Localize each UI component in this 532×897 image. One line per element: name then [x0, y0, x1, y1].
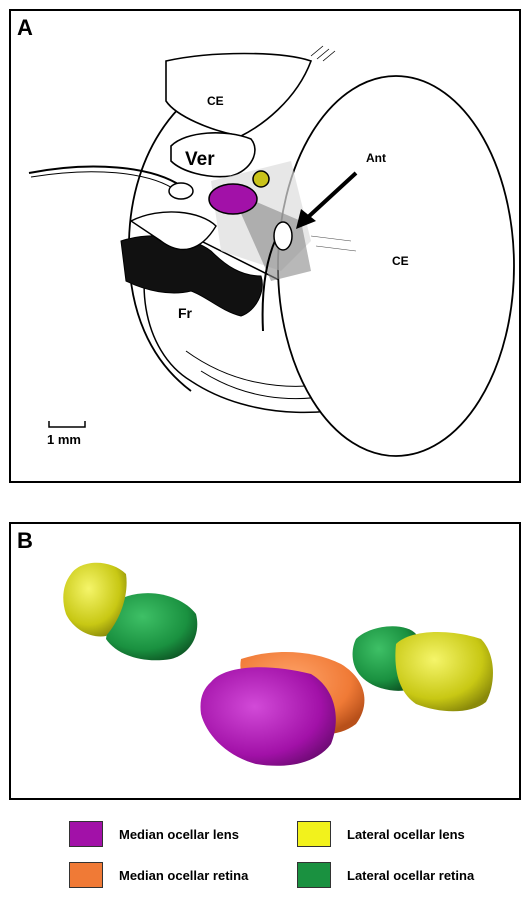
antenna-left [29, 167, 181, 186]
legend: Median ocellar lens Lateral ocellar lens… [0, 818, 532, 897]
median-ocellus-3d [200, 652, 364, 766]
right-lateral-lens [395, 632, 493, 711]
compound-eye-top [166, 54, 311, 137]
label-ant: Ant [366, 151, 386, 165]
label-ce-right: CE [392, 254, 409, 268]
head-drawing [11, 11, 519, 481]
legend-label: Median ocellar lens [119, 827, 239, 842]
legend-label: Lateral ocellar retina [347, 868, 474, 883]
panel-b: B [9, 522, 521, 800]
legend-item-lateral-lens: Lateral ocellar lens [297, 821, 465, 847]
left-lateral-ocellus [63, 563, 197, 661]
scale-bar-label: 1 mm [47, 432, 81, 447]
legend-label: Lateral ocellar lens [347, 827, 465, 842]
lateral-ocellus [253, 171, 269, 187]
legend-item-lateral-retina: Lateral ocellar retina [297, 862, 474, 888]
label-ver: Ver [185, 149, 215, 171]
label-ce-top: CE [207, 94, 224, 108]
legend-item-median-retina: Median ocellar retina [69, 862, 248, 888]
swatch-lateral-retina [297, 862, 331, 888]
right-lateral-ocellus [353, 626, 493, 711]
median-lens [200, 667, 335, 766]
legend-item-median-lens: Median ocellar lens [69, 821, 239, 847]
scale-bar [49, 421, 85, 427]
median-ocellus [209, 184, 257, 214]
panel-a: A [9, 9, 521, 483]
legend-label: Median ocellar retina [119, 868, 248, 883]
swatch-median-lens [69, 821, 103, 847]
ocelli-3d-render [11, 524, 519, 798]
swatch-lateral-lens [297, 821, 331, 847]
swatch-median-retina [69, 862, 103, 888]
label-fr: Fr [178, 305, 192, 321]
